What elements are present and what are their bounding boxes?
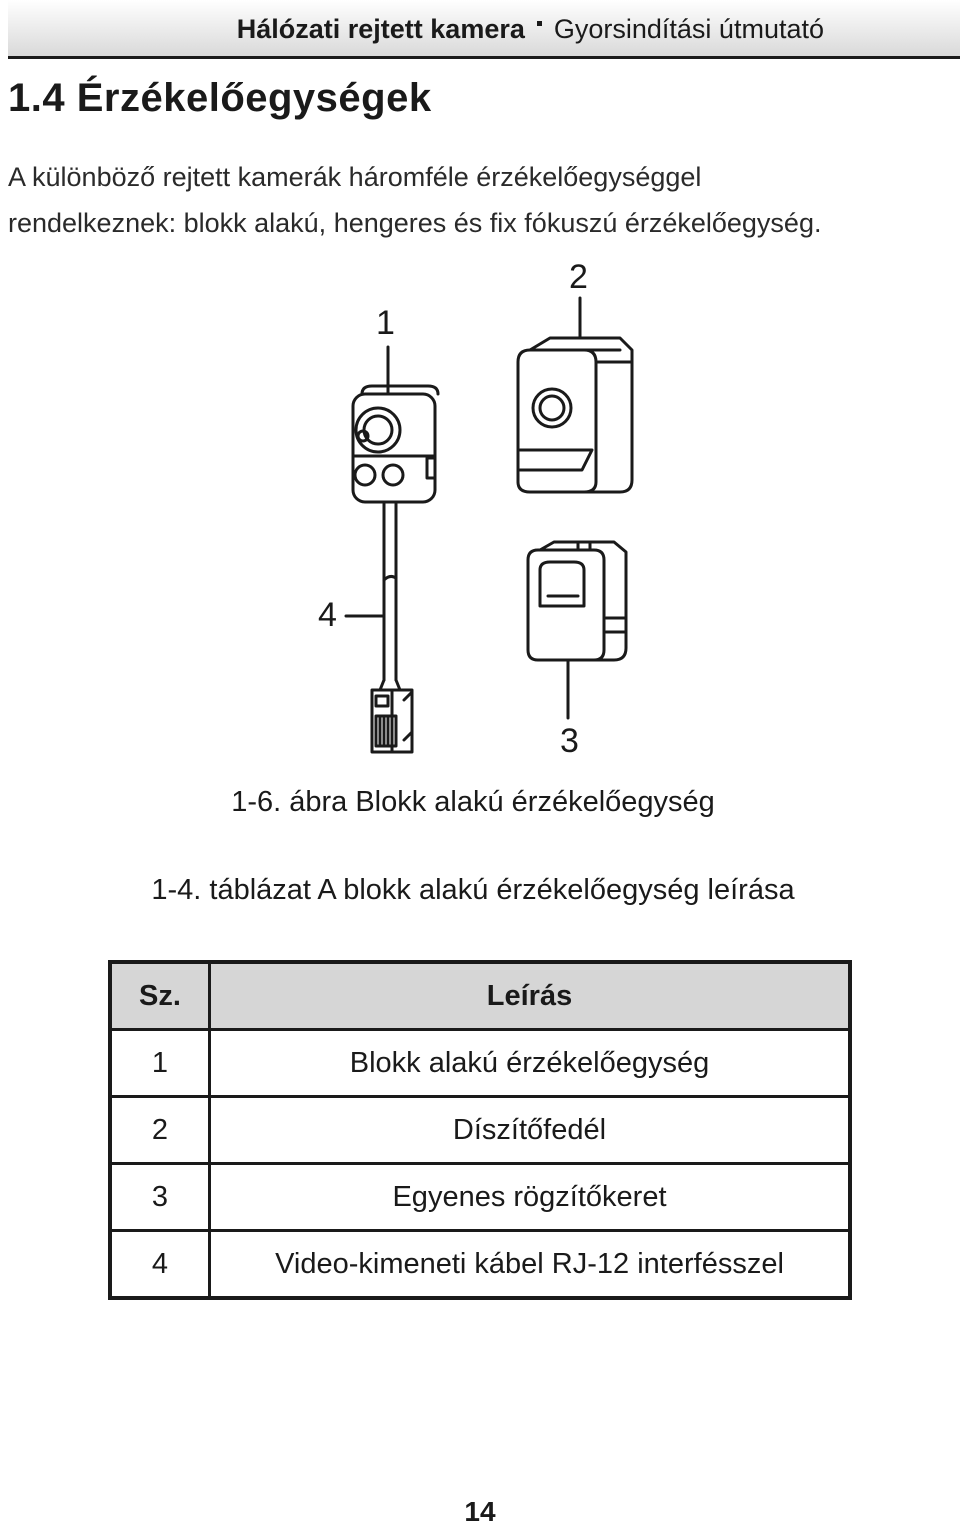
figure-caption: 1-6. ábra Blokk alakú érzékelőegység	[231, 786, 715, 818]
decorative-cover-drawing	[516, 296, 634, 494]
header-description: Leírás	[208, 960, 852, 1031]
mounting-bracket-drawing	[526, 540, 628, 720]
header-product-name: Hálózati rejtett kamera	[236, 14, 525, 44]
callout-3: 3	[560, 722, 579, 760]
row-description: Díszítőfedél	[208, 1095, 852, 1165]
row-description: Egyenes rögzítőkeret	[208, 1162, 852, 1232]
table-row: 4 Video-kimeneti kábel RJ-12 interféssze…	[108, 1229, 852, 1300]
intro-line-1: A különböző rejtett kamerák háromféle ér…	[8, 162, 702, 192]
header-guide-name: Gyorsindítási útmutató	[553, 14, 824, 44]
row-description: Video-kimeneti kábel RJ-12 interfésszel	[208, 1229, 852, 1300]
row-description: Blokk alakú érzékelőegység	[208, 1028, 852, 1098]
row-number: 1	[108, 1028, 211, 1098]
header-separator	[536, 21, 542, 26]
callout-2: 2	[569, 258, 588, 296]
section-title: 1.4 Érzékelőegységek	[8, 76, 432, 120]
sensor-unit-figure: 1 2 3 4	[0, 250, 960, 780]
table-row: 1 Blokk alakú érzékelőegység	[108, 1028, 852, 1098]
table-row: 3 Egyenes rögzítőkeret	[108, 1162, 852, 1232]
table-caption: 1-4. táblázat A blokk alakú érzékelőegys…	[151, 874, 795, 906]
page-number: 14	[464, 1496, 496, 1527]
header-text: Hálózati rejtett kamera Gyorsindítási útm…	[237, 14, 824, 45]
intro-paragraph: A különböző rejtett kamerák háromféle ér…	[8, 154, 908, 246]
row-number: 2	[108, 1095, 211, 1165]
table-row: 2 Díszítőfedél	[108, 1095, 852, 1165]
sensor-unit-illustration	[344, 296, 634, 754]
page-header: Hálózati rejtett kamera Gyorsindítási útm…	[8, 0, 960, 59]
table-header-row: Sz. Leírás	[108, 960, 852, 1031]
header-number: Sz.	[108, 960, 211, 1031]
row-number: 4	[108, 1229, 211, 1300]
callout-1: 1	[376, 304, 395, 342]
row-number: 3	[108, 1162, 211, 1232]
block-sensor-unit-drawing	[351, 345, 440, 754]
intro-line-2: rendelkeznek: blokk alakú, hengeres és f…	[8, 208, 822, 238]
callout-4: 4	[318, 596, 337, 634]
sensor-description-table: Sz. Leírás 1 Blokk alakú érzékelőegység …	[108, 960, 852, 1300]
